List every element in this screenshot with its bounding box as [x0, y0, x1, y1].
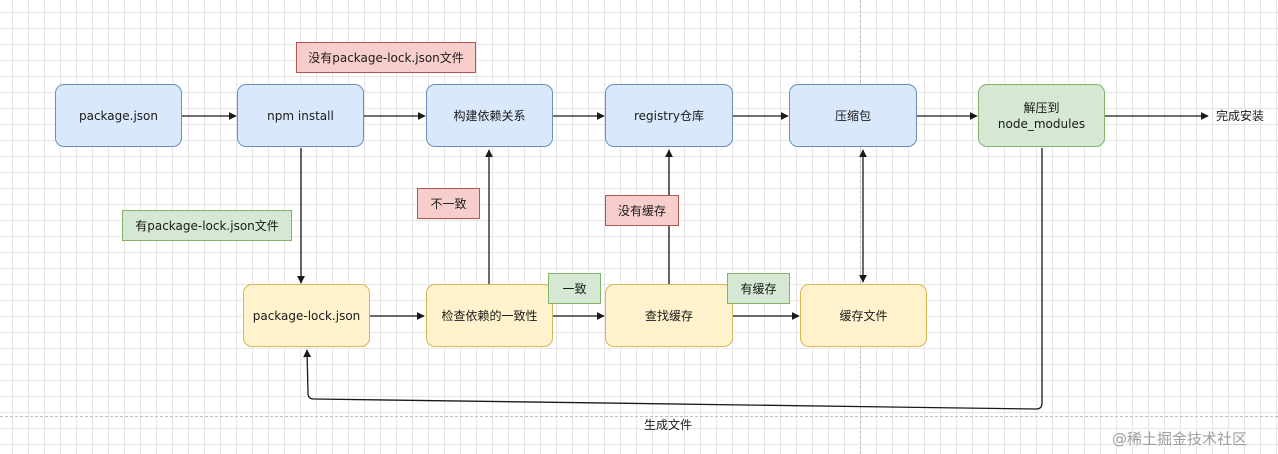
- node-check-consistency-label: 检查依赖的一致性: [441, 308, 538, 323]
- label-has-cache: 有缓存: [727, 273, 790, 304]
- edge-unzip-to-lock: [303, 148, 1043, 410]
- node-unzip-to-node-modules[interactable]: 解压到 node_modules: [978, 84, 1105, 147]
- label-consistent: 一致: [548, 273, 601, 304]
- node-package-lock-json-label: package-lock.json: [252, 308, 361, 323]
- label-no-lock-file: 没有package-lock.json文件: [296, 42, 476, 73]
- watermark: @稀土掘金技术社区: [1112, 430, 1248, 448]
- node-package-json[interactable]: package.json: [55, 84, 182, 147]
- node-npm-install[interactable]: npm install: [237, 84, 364, 147]
- node-find-cache-label: 查找缓存: [644, 308, 693, 323]
- label-no-cache: 没有缓存: [605, 195, 679, 226]
- node-build-dependencies-label: 构建依赖关系: [453, 108, 526, 123]
- node-unzip-label-line2: node_modules: [997, 116, 1086, 131]
- node-package-lock-json[interactable]: package-lock.json: [243, 284, 370, 347]
- node-npm-install-label: npm install: [267, 108, 334, 123]
- section-divider-horizontal: [0, 416, 1278, 417]
- node-cache-files[interactable]: 缓存文件: [800, 284, 927, 347]
- node-compress-package[interactable]: 压缩包: [789, 84, 917, 147]
- label-generate-file: 生成文件: [644, 418, 693, 432]
- node-compress-package-label: 压缩包: [834, 108, 871, 123]
- node-registry[interactable]: registry仓库: [605, 84, 733, 147]
- node-registry-label: registry仓库: [634, 108, 704, 123]
- node-cache-files-label: 缓存文件: [839, 308, 888, 323]
- label-has-lock-file: 有package-lock.json文件: [122, 210, 292, 241]
- node-unzip-label-line1: 解压到: [1023, 100, 1060, 115]
- label-install-complete: 完成安装: [1216, 109, 1265, 123]
- node-check-consistency[interactable]: 检查依赖的一致性: [426, 284, 553, 347]
- node-package-json-label: package.json: [78, 108, 158, 123]
- node-find-cache[interactable]: 查找缓存: [605, 284, 733, 347]
- label-inconsistent: 不一致: [417, 188, 480, 219]
- node-build-dependencies[interactable]: 构建依赖关系: [426, 84, 553, 147]
